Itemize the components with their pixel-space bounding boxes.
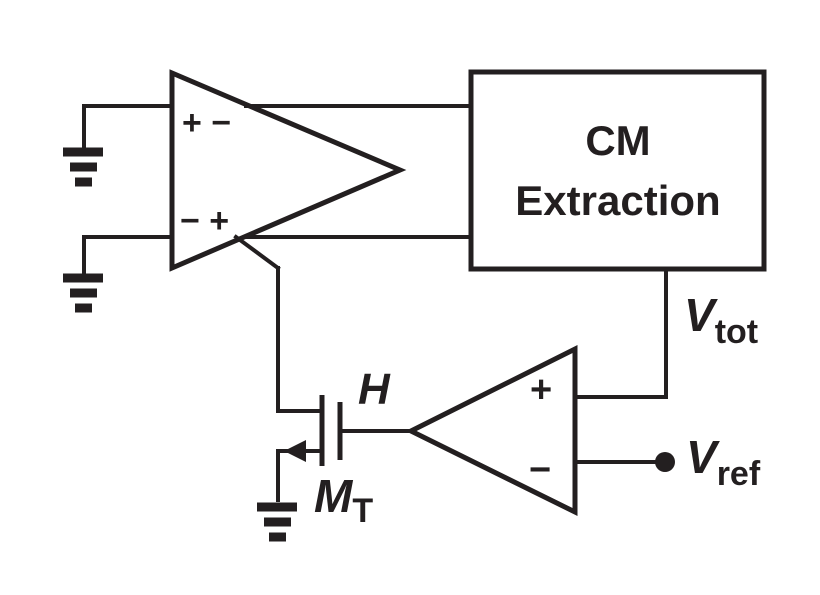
error-amplifier xyxy=(405,344,578,517)
gate-label-h: H xyxy=(358,365,391,414)
main-amp-top-signs: + − xyxy=(182,104,231,142)
transistor-label: MT xyxy=(314,470,373,530)
error-amp-plus-sign: + xyxy=(530,369,552,411)
error-amp-minus-sign: − xyxy=(529,449,551,491)
main-amp-bottom-signs: − + xyxy=(180,202,229,240)
vref-label: Vref xyxy=(686,431,761,493)
ground-symbol-transistor xyxy=(257,502,297,542)
vtot-label: Vtot xyxy=(684,289,758,351)
cm-block-label-line2: Extraction xyxy=(515,177,720,224)
source-arrow xyxy=(284,440,306,462)
ground-symbol-top xyxy=(63,147,103,187)
vref-terminal-dot xyxy=(655,452,675,472)
input-wire-bottom xyxy=(82,235,174,276)
transistor-mt xyxy=(276,266,343,502)
input-wire-top xyxy=(82,104,174,150)
vtot-wire xyxy=(575,267,668,399)
cm-extraction-block xyxy=(468,69,767,272)
cmfb-wire xyxy=(233,234,281,271)
cm-block-label-line1: CM xyxy=(585,117,650,164)
ground-symbol-bottom xyxy=(63,273,103,313)
main-amplifier xyxy=(169,69,407,272)
